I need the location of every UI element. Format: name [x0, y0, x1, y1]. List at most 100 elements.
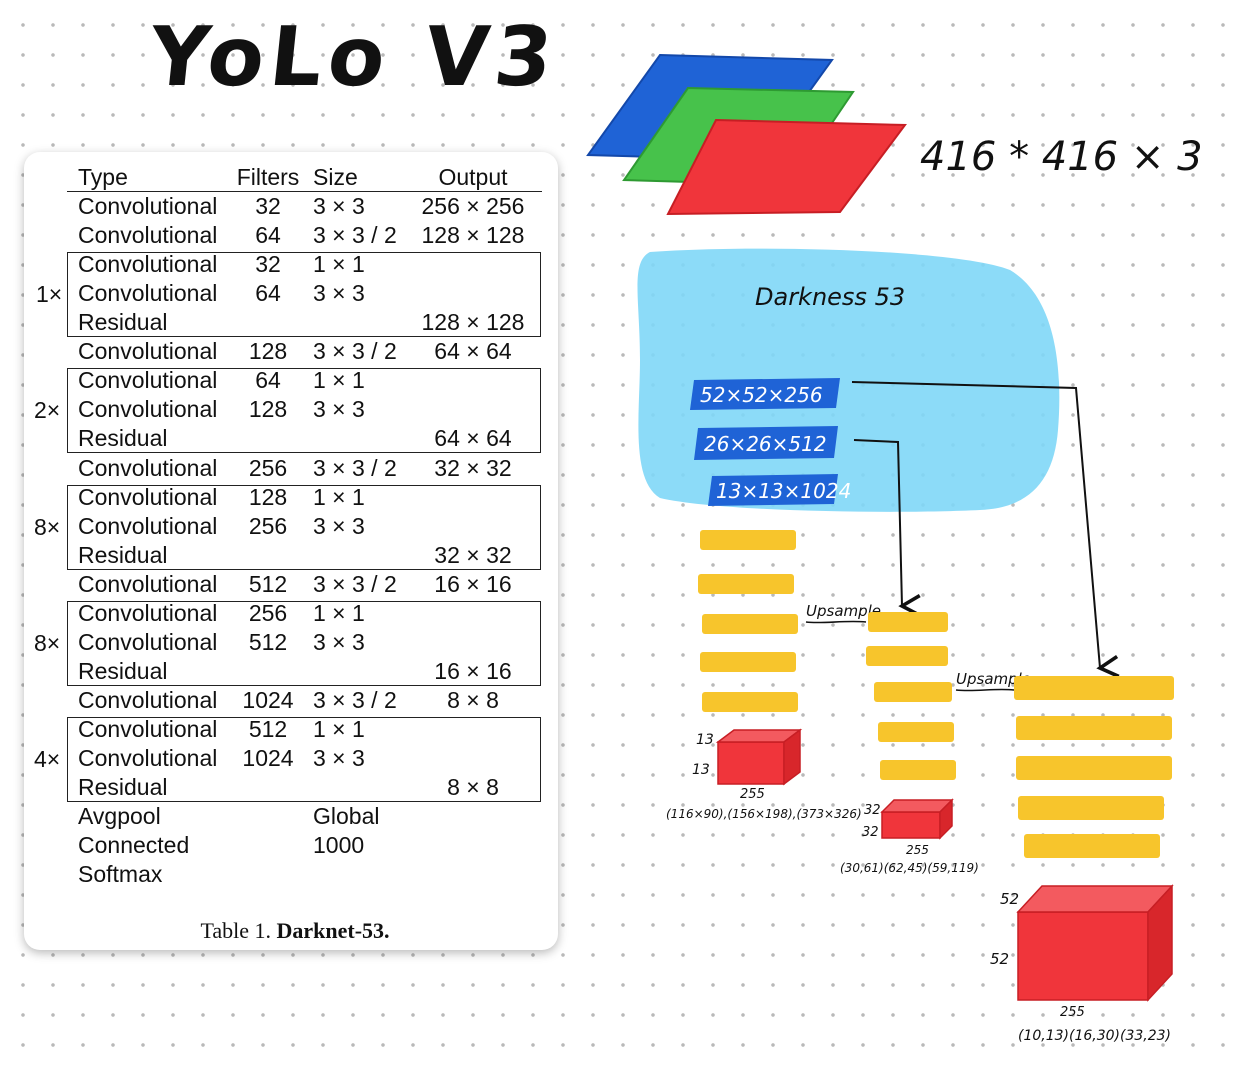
feature-map-tag-52 [690, 378, 840, 410]
type-cell: Convolutional [78, 628, 218, 655]
route-arrow-52 [851, 381, 1120, 679]
filters-cell: 256 [248, 454, 288, 481]
size-cell: 3 × 3 / 2 [313, 222, 397, 249]
cube-52-width-label: 52 [990, 950, 1009, 968]
output-cell: 32 × 32 [434, 541, 512, 568]
feature-map-tag-26 [694, 426, 838, 460]
type-cell: Softmax [78, 861, 163, 888]
size-cell: 3 × 3 / 2 [313, 338, 397, 365]
size-cell: 3 × 3 / 2 [313, 570, 397, 597]
caption-prefix: Table 1. [200, 918, 271, 943]
output-cell: 256 × 256 [421, 193, 525, 220]
filters-cell: 64 [255, 280, 281, 307]
cube-52-depth-label: 255 [1060, 1005, 1085, 1020]
size-cell: 3 × 3 [313, 280, 365, 307]
filters-cell: 512 [248, 628, 288, 655]
conv-bar [702, 614, 798, 634]
repeat-count: 1× [36, 281, 63, 308]
type-cell: Convolutional [78, 454, 218, 481]
size-cell: 3 × 3 [313, 745, 365, 771]
table-row: Convolutional 512 1 × 1 [0, 715, 540, 744]
cube-face [939, 798, 953, 840]
type-cell: Residual [78, 774, 168, 801]
output-cube-32 [880, 798, 954, 840]
feature-map-label-52: 52×52×256 [700, 383, 823, 407]
size-cell: 3 × 3 [313, 512, 365, 539]
conv-bar [868, 612, 948, 632]
output-cell: 8 × 8 [447, 686, 499, 713]
upsample-label-1: Upsample [806, 602, 881, 620]
repeat-count: 4× [34, 746, 61, 772]
type-cell: Convolutional [78, 396, 218, 423]
size-cell: 1 × 1 [313, 715, 365, 742]
caption-title: Darknet-53. [276, 918, 390, 943]
type-cell: Residual [78, 309, 168, 336]
cube-face [881, 811, 941, 839]
output-cube-13 [715, 728, 803, 786]
repeat-count: 2× [34, 397, 61, 424]
filters-cell: 256 [248, 512, 288, 539]
conv-bar [702, 692, 798, 712]
conv-bar [880, 760, 956, 780]
output-cell: 64 × 64 [434, 338, 512, 365]
upsample-arrow-1 [805, 620, 867, 624]
route-arrow-26 [853, 439, 922, 618]
anchors-52-label: (10,13)(16,30)(33,23) [1018, 1028, 1171, 1044]
cube-13-height-label: 13 [696, 732, 714, 748]
repeat-count: 8× [34, 629, 61, 656]
type-cell: Convolutional [78, 483, 218, 510]
conv-bar [1018, 796, 1164, 820]
output-cell: 16 × 16 [434, 570, 512, 597]
table-row: Residual 128 × 128 [0, 308, 540, 337]
output-cell: 32 × 32 [434, 454, 512, 481]
upsample-arrow-2 [955, 688, 1015, 692]
upsample-label-2: Upsample [956, 670, 1031, 688]
cube-face [783, 728, 801, 786]
type-cell: Convolutional [78, 715, 218, 742]
header-rule [67, 191, 542, 193]
output-cell: 128 × 128 [421, 309, 525, 336]
size-cell: Size [313, 164, 358, 190]
output-cube-52 [1016, 884, 1174, 1002]
head-2-conv-layers [866, 612, 956, 780]
filters-cell: 128 [248, 396, 288, 423]
feature-map-tag-13 [708, 474, 838, 506]
cube-32-height-label: 32 [864, 803, 881, 818]
size-cell: 3 × 3 [313, 396, 365, 423]
conv-bar [700, 652, 796, 672]
conv-bar [866, 646, 948, 666]
red-channel-plane [666, 118, 907, 216]
type-cell: Convolutional [78, 570, 218, 597]
output-cell: 16 × 16 [434, 657, 512, 684]
filters-cell: 512 [248, 715, 288, 742]
anchors-13-label: (116×90),(156×198),(373×326) [666, 807, 862, 821]
cube-32-width-label: 32 [862, 825, 879, 840]
conv-bar [1014, 676, 1174, 700]
type-cell: Convolutional [78, 745, 218, 771]
type-cell: Residual [78, 657, 168, 684]
type-cell: Convolutional [78, 512, 218, 539]
type-cell: Convolutional [78, 599, 218, 626]
input-size-label: 416 * 416 × 3 [920, 134, 1203, 180]
type-cell: Type [78, 164, 128, 190]
cube-13-width-label: 13 [692, 762, 710, 778]
cube-13-depth-label: 255 [740, 787, 765, 802]
repeat-count: 8× [34, 513, 61, 540]
size-cell: 1 × 1 [313, 483, 365, 510]
filters-cell: Filters [236, 164, 300, 190]
table-row: Softmax [0, 860, 540, 889]
size-cell: 3 × 3 [313, 193, 365, 220]
type-cell: Convolutional [78, 338, 218, 365]
input-image-planes [586, 53, 907, 216]
type-cell: Connected [78, 832, 190, 859]
residual-block-box [67, 368, 541, 454]
